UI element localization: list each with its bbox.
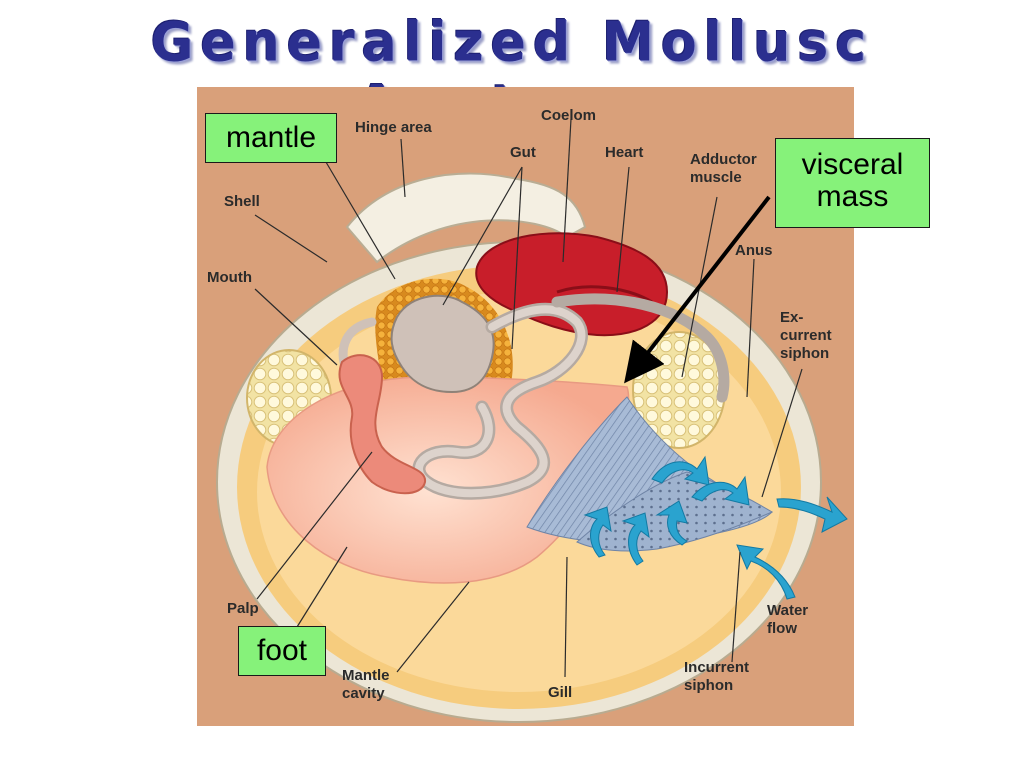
box-mantle: mantle [205,113,337,163]
label-water-flow: Water flow [767,602,808,638]
label-excurrent-line2: current [780,327,832,344]
mollusc-diagram: Hinge area Coelom Gut Heart Adductor mus… [197,87,854,726]
stomach-shape [390,294,495,394]
box-foot: foot [238,626,326,676]
label-mantle-cavity: Mantle cavity [342,667,390,703]
label-coelom: Coelom [541,107,597,124]
box-visceral-mass-line1: visceral [801,148,904,181]
label-incurrent-siphon: Incurrent siphon [684,659,749,695]
label-excurrent-line1: Ex- [780,309,804,326]
label-mantle-cavity-line2: cavity [342,685,385,702]
label-incurrent-line2: siphon [684,677,734,694]
label-mantle-cavity-line1: Mantle [342,667,390,684]
label-adductor-line2: muscle [690,169,742,186]
label-hinge-area: Hinge area [355,119,432,136]
label-excurrent-siphon: Ex- current siphon [780,309,832,363]
label-incurrent-line1: Incurrent [684,659,750,676]
label-excurrent-line3: siphon [780,345,830,362]
label-adductor-muscle: Adductor muscle [690,151,757,187]
mollusc-illustration [216,118,848,723]
water-flow-arrows [583,455,848,600]
palp-shape [338,354,427,495]
label-anus: Anus [735,242,773,259]
label-mouth: Mouth [207,269,252,286]
label-gut: Gut [510,144,536,161]
box-visceral-mass-line2: mass [816,180,889,213]
label-water-flow-line2: flow [767,620,797,637]
box-visceral-mass: visceral mass [775,138,930,228]
label-gill: Gill [548,684,573,701]
label-palp: Palp [227,600,259,617]
label-heart: Heart [605,144,644,161]
hinge-shape [345,172,587,264]
label-water-flow-line1: Water [767,602,809,619]
visceral-mass-arrow [624,195,771,384]
label-adductor-line1: Adductor [690,151,757,168]
label-shell: Shell [224,193,260,210]
